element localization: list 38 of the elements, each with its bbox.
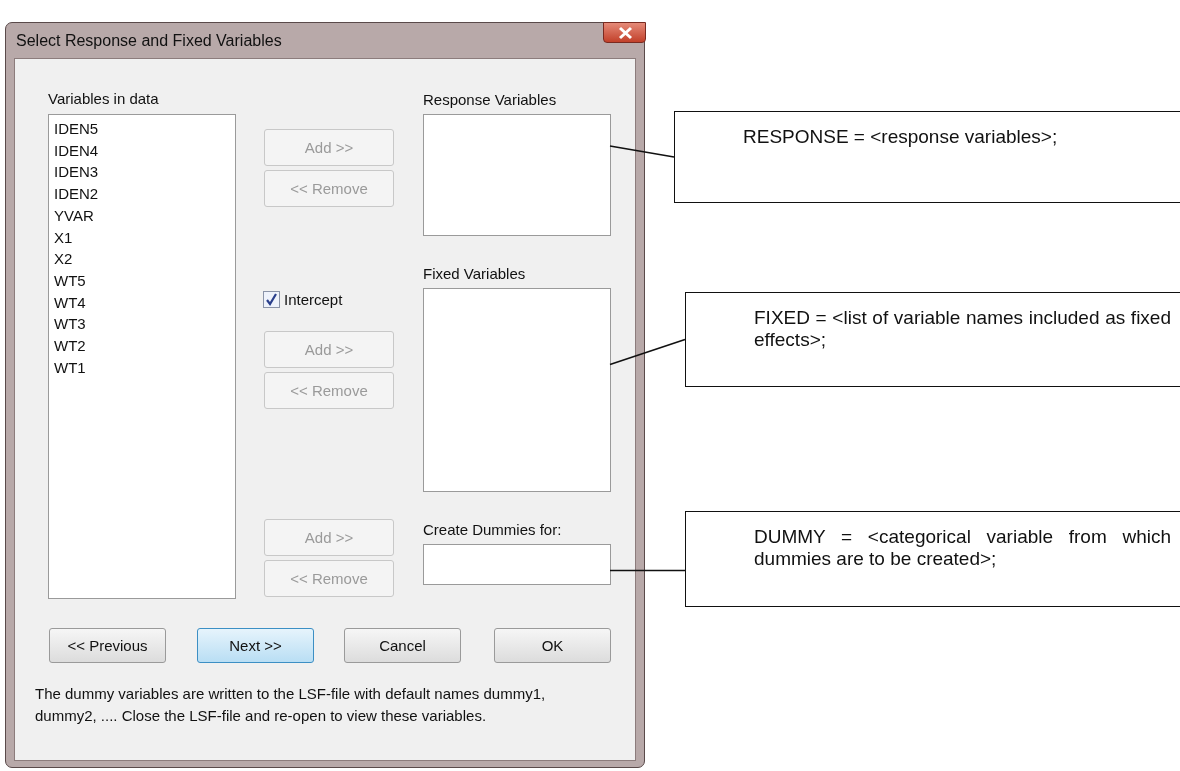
button: Add >> [264,519,394,556]
callout-box [685,511,1180,607]
button: << Remove [264,372,394,409]
list-item: WT5 [54,271,86,289]
button: << Remove [264,560,394,597]
list-item: IDEN5 [54,120,99,137]
list-item: WT1 [54,358,86,376]
list-item: IDEN4 [54,141,99,159]
callout-box [685,292,1180,387]
note-text: The dummy variables are written to the LSF-file with default names dummy1, dummy2, .... Close the LSF-file and re-open to view these variables. [35,684,547,726]
field-label: Create Dummies for: [423,521,562,538]
field-label: Fixed Variables [423,265,526,282]
button: OK [494,628,611,663]
button: Cancel [344,628,461,663]
button: Add >> [264,129,394,166]
list-item: WT2 [54,337,86,354]
leader-line [609,569,686,572]
list-item: X1 [54,228,73,246]
list-item: X2 [54,250,73,268]
window-title: Select Response and Fixed Variables [16,32,282,50]
button: Next >> [197,628,314,663]
checkbox: Intercept [263,291,343,308]
button: << Remove [264,170,394,207]
button: << Previous [49,628,166,663]
field-label: Response Variables [423,91,557,108]
list-item: YVAR [54,206,94,224]
list-item: IDEN3 [54,163,99,181]
list-item: WT3 [54,315,86,333]
callout-text: RESPONSE = <response variables>; [743,126,1059,148]
leader-line [609,338,686,366]
list-item: IDEN2 [54,185,99,203]
callout-box [674,111,1180,203]
leader-line [609,145,675,158]
list-heading: Variables in data [48,90,159,107]
button: Add >> [264,331,394,368]
callout-text: FIXED = <list of variable names included as fixed effects>; [754,307,1171,351]
list-item: WT4 [54,293,86,311]
callout-text: DUMMY = <categorical variable from which dummies are to be created>; [754,526,1171,570]
